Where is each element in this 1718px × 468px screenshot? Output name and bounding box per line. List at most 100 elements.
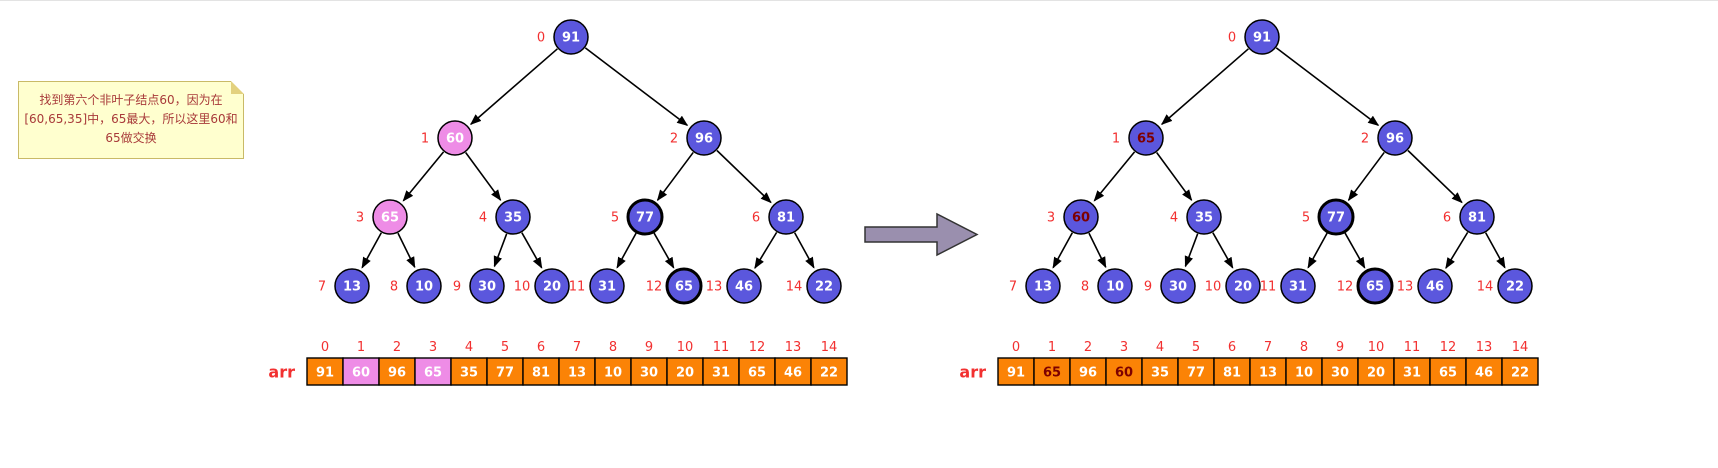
array-index: 4 bbox=[465, 340, 473, 355]
tree-edge bbox=[1407, 149, 1463, 204]
array-cell-value: 65 bbox=[1043, 366, 1061, 381]
tree-node-index: 14 bbox=[1477, 280, 1494, 295]
tree-node bbox=[1097, 268, 1133, 304]
tree-node-index: 12 bbox=[646, 280, 663, 295]
tree-node-value: 46 bbox=[1426, 280, 1444, 295]
tree-node bbox=[1497, 268, 1533, 304]
tree-node-value: 96 bbox=[1386, 132, 1404, 147]
tree-node-index: 10 bbox=[514, 280, 531, 295]
array-cell bbox=[1177, 357, 1215, 386]
tree-edge bbox=[656, 151, 694, 202]
tree-node-value: 65 bbox=[675, 280, 693, 295]
array-cell bbox=[522, 357, 560, 386]
tree-node bbox=[1317, 198, 1355, 236]
array-cell-value: 91 bbox=[316, 366, 334, 381]
array-cell-value: 13 bbox=[1259, 366, 1277, 381]
array-cell-value: 22 bbox=[1511, 366, 1529, 381]
array-cell-value: 10 bbox=[604, 366, 622, 381]
tree-node-index: 1 bbox=[1112, 132, 1120, 147]
tree-node-value: 10 bbox=[415, 280, 433, 295]
tree-node bbox=[726, 268, 762, 304]
tree-edge bbox=[1212, 232, 1234, 269]
tree-edge bbox=[793, 232, 815, 269]
array-cell-value: 60 bbox=[352, 366, 370, 381]
tree-node-value: 46 bbox=[735, 280, 753, 295]
tree-edge bbox=[716, 149, 772, 204]
tree-node bbox=[1160, 268, 1196, 304]
tree-node bbox=[1025, 268, 1061, 304]
tree-node-index: 10 bbox=[1205, 280, 1222, 295]
tree-node bbox=[589, 268, 625, 304]
array-cell bbox=[630, 357, 668, 386]
tree-node-index: 7 bbox=[318, 280, 326, 295]
tree-node-index: 8 bbox=[390, 280, 398, 295]
tree-edge bbox=[754, 231, 778, 270]
tree-node bbox=[1459, 199, 1495, 235]
array-cell-value: 13 bbox=[568, 366, 586, 381]
tree-edge bbox=[1156, 152, 1193, 201]
array-index: 1 bbox=[357, 340, 365, 355]
tree-node-value: 77 bbox=[1327, 211, 1345, 226]
array-cell-value: 35 bbox=[460, 366, 478, 381]
array-index: 13 bbox=[1476, 340, 1493, 355]
tree-edge bbox=[493, 233, 508, 268]
tree-edge bbox=[584, 47, 689, 126]
tree-node bbox=[1186, 199, 1222, 235]
array-index: 3 bbox=[1120, 340, 1128, 355]
tree-node-value: 35 bbox=[504, 211, 522, 226]
array-label: arr bbox=[959, 363, 986, 382]
array-index: 12 bbox=[749, 340, 766, 355]
tree-node-index: 0 bbox=[537, 31, 545, 46]
tree-node-index: 0 bbox=[1228, 31, 1236, 46]
array-index: 6 bbox=[537, 340, 545, 355]
array-cell-value: 46 bbox=[784, 366, 802, 381]
tree-node-value: 30 bbox=[1169, 280, 1187, 295]
array-cell-value: 65 bbox=[748, 366, 766, 381]
array-cell bbox=[1249, 357, 1287, 386]
tree-node bbox=[406, 268, 442, 304]
array-cell-value: 30 bbox=[640, 366, 658, 381]
tree-node-value: 22 bbox=[1506, 280, 1524, 295]
tree-node bbox=[626, 198, 664, 236]
array-cell-value: 77 bbox=[496, 366, 514, 381]
array-cell-value: 77 bbox=[1187, 366, 1205, 381]
array-index: 14 bbox=[1512, 340, 1529, 355]
tree-node bbox=[534, 268, 570, 304]
array-cell-value: 65 bbox=[424, 366, 442, 381]
array-cell-value: 10 bbox=[1295, 366, 1313, 381]
array-cell bbox=[1465, 357, 1503, 386]
tree-node bbox=[553, 19, 589, 55]
array-cell-value: 30 bbox=[1331, 366, 1349, 381]
tree-node-index: 3 bbox=[1047, 211, 1055, 226]
array-cell-value: 96 bbox=[388, 366, 406, 381]
tree-node bbox=[768, 199, 804, 235]
tree-node bbox=[686, 120, 722, 156]
array-index: 0 bbox=[321, 340, 329, 355]
array-index: 7 bbox=[573, 340, 581, 355]
array-cell-value: 20 bbox=[676, 366, 694, 381]
tree-edge bbox=[521, 232, 543, 269]
tree-node-value: 35 bbox=[1195, 211, 1213, 226]
tree-node-index: 11 bbox=[1260, 280, 1277, 295]
tree-node bbox=[437, 120, 473, 156]
array-index: 2 bbox=[1084, 340, 1092, 355]
tree-node-value: 65 bbox=[1366, 280, 1384, 295]
tree-node bbox=[1063, 199, 1099, 235]
array-index: 3 bbox=[429, 340, 437, 355]
tree-edge bbox=[1088, 232, 1107, 269]
array-cell-value: 31 bbox=[1403, 366, 1421, 381]
tree-edge bbox=[1445, 231, 1469, 270]
tree-node-index: 2 bbox=[670, 132, 678, 147]
array-cell-value: 60 bbox=[1115, 366, 1133, 381]
tree-node bbox=[495, 199, 531, 235]
array-index: 2 bbox=[393, 340, 401, 355]
transition-arrow-icon bbox=[864, 212, 979, 257]
tree-edge bbox=[616, 232, 638, 269]
array-cell-value: 35 bbox=[1151, 366, 1169, 381]
tree-edge bbox=[1160, 48, 1249, 125]
tree-edge bbox=[1184, 233, 1199, 268]
tree-edge bbox=[1344, 232, 1366, 269]
array-index: 8 bbox=[1300, 340, 1308, 355]
